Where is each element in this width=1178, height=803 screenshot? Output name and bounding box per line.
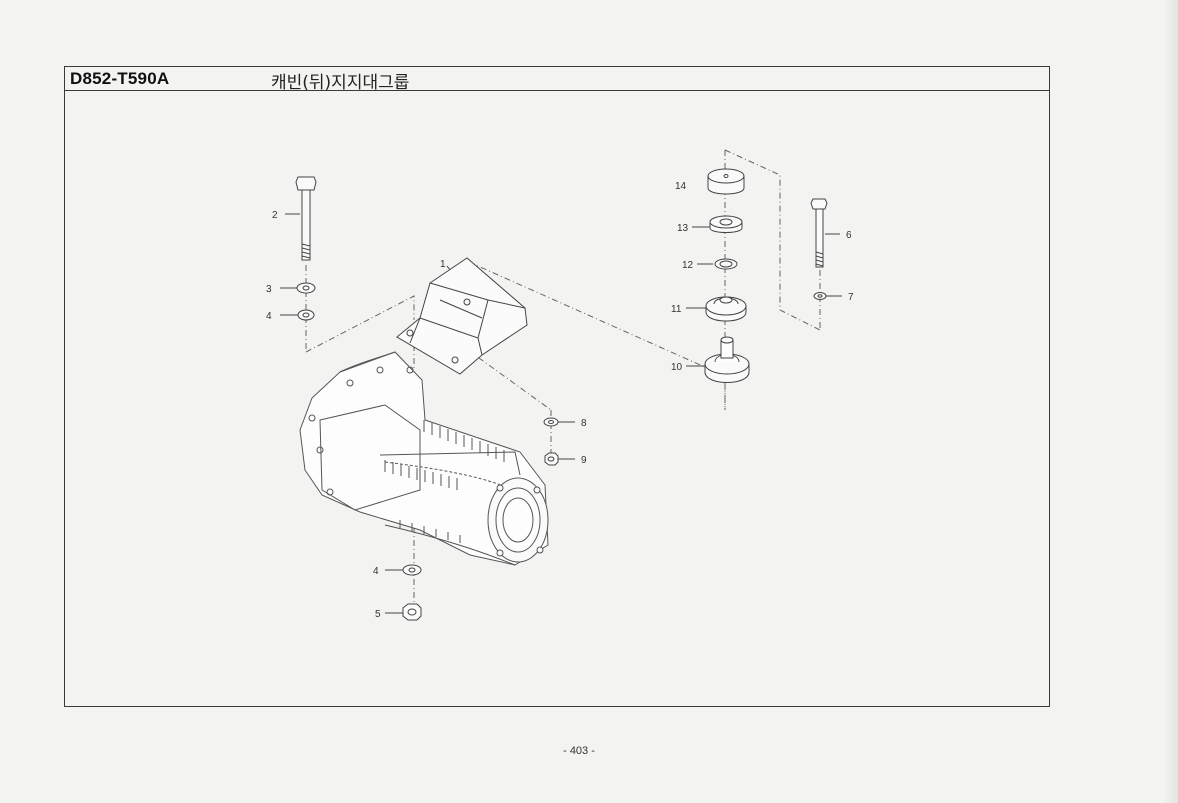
callout-numbers: 1 2 3 4 4 5 6 7 8 9 10 11 12 13 14 (266, 181, 854, 620)
callout-4-lower: 4 (373, 566, 379, 577)
page-number: - 403 - (563, 745, 595, 757)
bolt-part-6 (810, 198, 828, 268)
washer-part-7 (813, 292, 827, 300)
nut-part-9 (544, 452, 559, 466)
leader-lines (280, 213, 842, 614)
callout-1: 1 (440, 259, 446, 270)
input-flange (308, 351, 414, 496)
callout-6: 6 (846, 230, 852, 241)
output-flange (487, 477, 549, 563)
callout-7: 7 (848, 292, 854, 303)
callout-12: 12 (682, 260, 694, 271)
callout-13: 13 (677, 223, 689, 234)
part-group-title: 캐빈(뒤)지지대그룹 (271, 73, 410, 93)
callout-3: 3 (266, 284, 272, 295)
spring-washer-part-4 (297, 309, 315, 321)
support-bracket-part-1 (396, 257, 528, 375)
callout-11: 11 (671, 304, 682, 315)
housing-ribs (384, 420, 505, 543)
spring-washer-part-4-lower (402, 564, 422, 576)
rubber-mount-part-14 (707, 168, 745, 195)
hex-nut-part-5 (402, 603, 422, 621)
callout-10: 10 (671, 362, 683, 373)
bolt-long-part-2 (295, 176, 317, 261)
transmission-housing (299, 351, 549, 566)
parts-page-frame: D852-T590A 캐빈(뒤)지지대그룹 (64, 66, 1050, 707)
callout-8: 8 (581, 418, 587, 429)
washer-part-8 (543, 417, 559, 427)
washer-part-3 (296, 282, 316, 294)
collar-part-12 (714, 258, 738, 270)
mount-base-part-10 (704, 336, 750, 383)
callout-5: 5 (375, 609, 381, 620)
cushion-part-11 (705, 296, 747, 322)
callout-9: 9 (581, 455, 587, 466)
scan-edge (1164, 0, 1178, 803)
page-header: D852-T590A 캐빈(뒤)지지대그룹 (65, 67, 1049, 93)
washer-part-13 (709, 215, 743, 233)
callout-14: 14 (675, 181, 687, 192)
callout-4-upper: 4 (266, 311, 272, 322)
part-group-code: D852-T590A (70, 69, 170, 88)
callout-2: 2 (272, 210, 278, 221)
